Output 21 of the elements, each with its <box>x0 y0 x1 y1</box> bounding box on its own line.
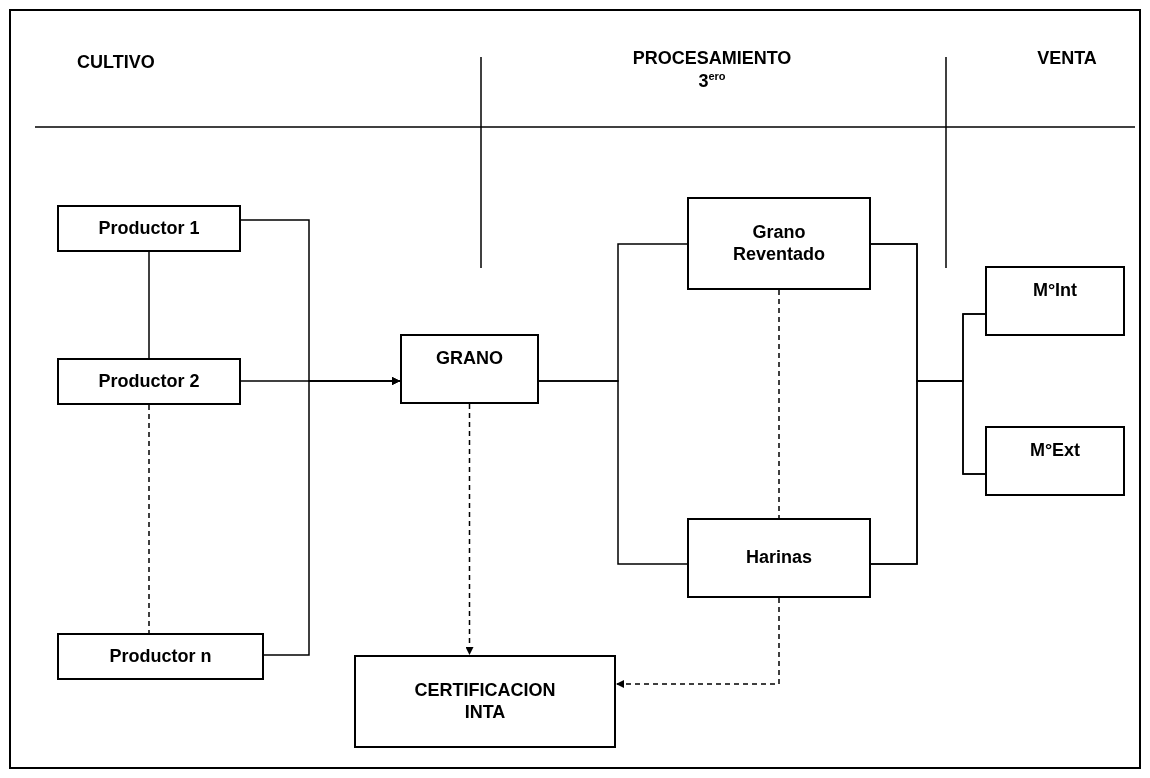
arrow <box>615 597 780 688</box>
column-heading: PROCESAMIENTO <box>632 48 792 69</box>
connector-line <box>870 380 986 565</box>
process-box: Productor 1 <box>57 205 241 252</box>
process-box: Harinas <box>687 518 871 598</box>
column-heading: VENTA <box>1037 48 1097 69</box>
arrow <box>263 377 401 656</box>
arrow <box>465 403 474 656</box>
process-box: Productor n <box>57 633 264 680</box>
process-box: GRANO <box>400 334 539 404</box>
connector-line <box>148 404 150 634</box>
connector-line <box>538 380 688 565</box>
connector-line <box>148 251 150 359</box>
column-heading: CULTIVO <box>77 52 155 73</box>
process-box: Productor 2 <box>57 358 241 405</box>
process-box: Grano Reventado <box>687 197 871 290</box>
column-subheading: 3$^{ero}$ <box>698 70 726 92</box>
connector-line <box>778 289 780 519</box>
process-box: M°Int <box>985 266 1125 336</box>
process-box: CERTIFICACION INTA <box>354 655 616 748</box>
process-box: M°Ext <box>985 426 1125 496</box>
